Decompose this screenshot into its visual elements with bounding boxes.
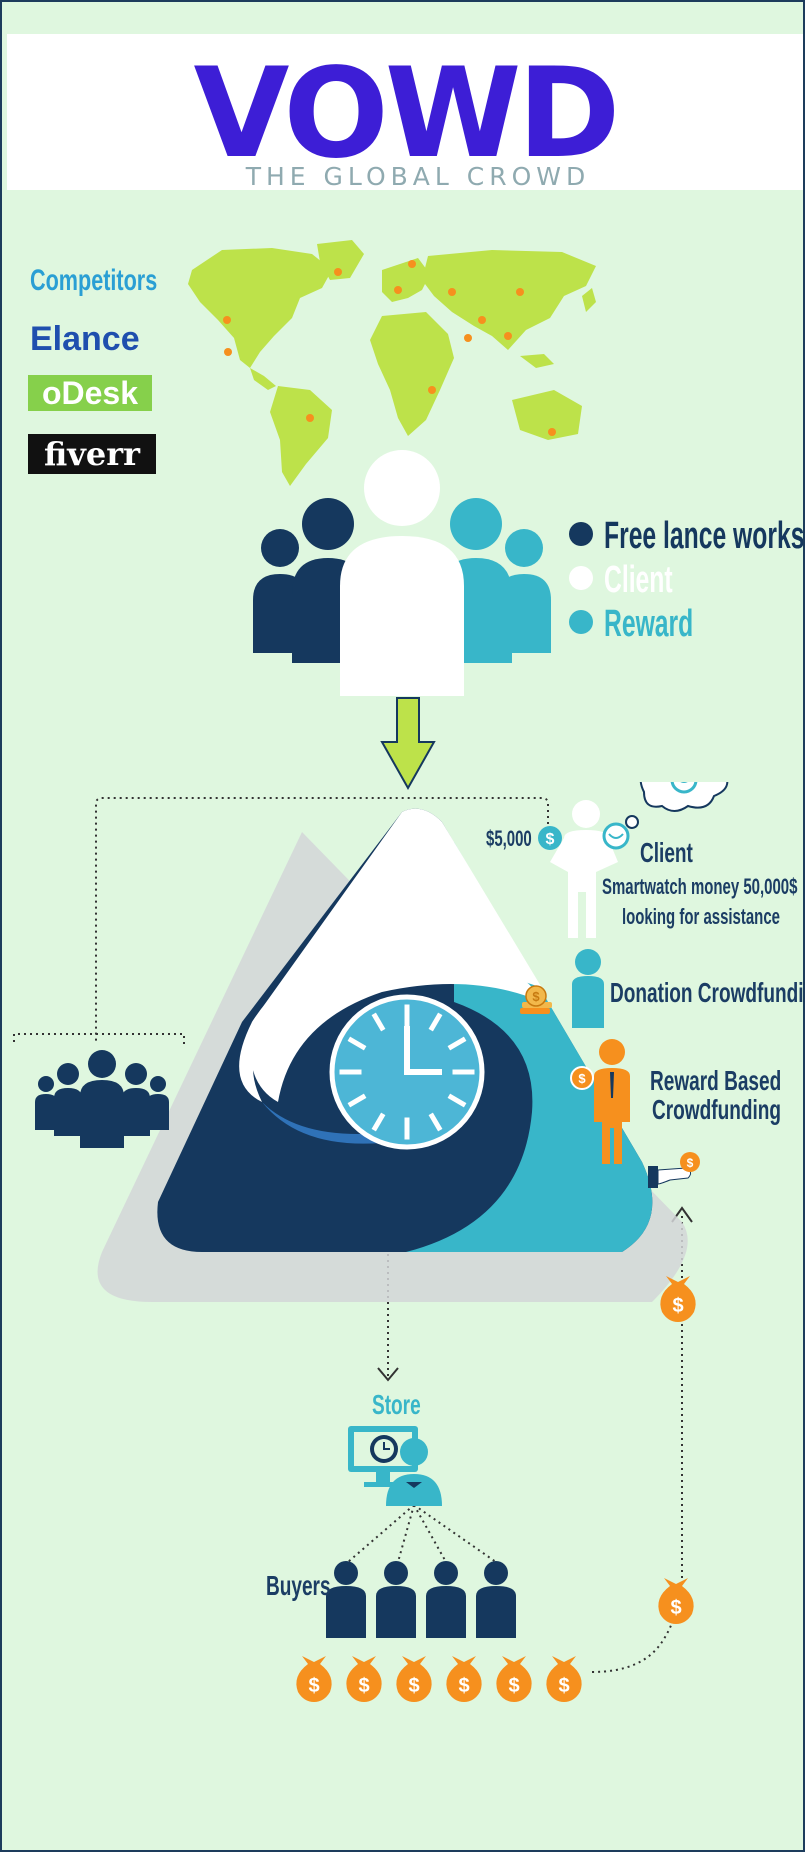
legend-dot — [569, 566, 593, 590]
elance-logo: Elance — [30, 320, 140, 358]
dollar-icon: $ — [672, 1295, 683, 1317]
legend-dot — [569, 522, 593, 546]
client-amount: $5,000 — [486, 826, 532, 851]
competitors-heading: Competitors — [30, 264, 158, 297]
money-bag-icon: $ — [658, 1578, 694, 1624]
fiverr-logo: fiverr — [28, 434, 156, 474]
legend-label: Reward — [604, 603, 694, 645]
legend-label: Client — [604, 559, 673, 601]
buyers-label: Buyers — [266, 1570, 331, 1601]
money-bag-icon: $ — [660, 1276, 696, 1322]
brand-title: VOWD — [193, 42, 621, 186]
dollar-icon: $ — [558, 1675, 569, 1697]
dollar-icon: $ — [458, 1675, 469, 1697]
legend-dot — [569, 610, 593, 634]
dollar-icon: $ — [358, 1675, 369, 1697]
down-arrow-icon — [380, 697, 436, 791]
dollar-icon: $ — [546, 831, 555, 848]
svg-text:$: $ — [687, 1156, 694, 1170]
client-label: Client — [640, 837, 693, 868]
donation-label: Donation Crowdfunding — [610, 977, 804, 1008]
reward-label-line1: Reward Based — [650, 1065, 782, 1096]
dollar-icon: $ — [308, 1675, 319, 1697]
store-label: Store — [372, 1389, 421, 1420]
dollar-icon: $ — [670, 1597, 681, 1619]
dollar-icon: $ — [508, 1675, 519, 1697]
brand-tagline: THE GLOBAL CROWD — [245, 162, 591, 191]
world-map — [188, 240, 596, 486]
flow-diagram: $ $ $ $ — [13, 782, 729, 1673]
svg-text:$: $ — [532, 989, 540, 1004]
header-banner: VOWD THE GLOBAL CROWD — [7, 34, 803, 191]
reward-label-line2: Crowdfunding — [652, 1094, 782, 1125]
money-bags-row: $ $ $ $ $ $ — [296, 1656, 582, 1702]
odesk-logo: oDesk — [28, 375, 152, 411]
people-group-icon — [253, 450, 551, 696]
client-desc-line1: Smartwatch money 50,000$ — [602, 874, 798, 899]
dollar-icon: $ — [408, 1675, 419, 1697]
legend-label: Free lance works — [604, 515, 805, 557]
client-desc-line2: looking for assistance — [622, 904, 780, 929]
svg-text:$: $ — [578, 1071, 586, 1086]
